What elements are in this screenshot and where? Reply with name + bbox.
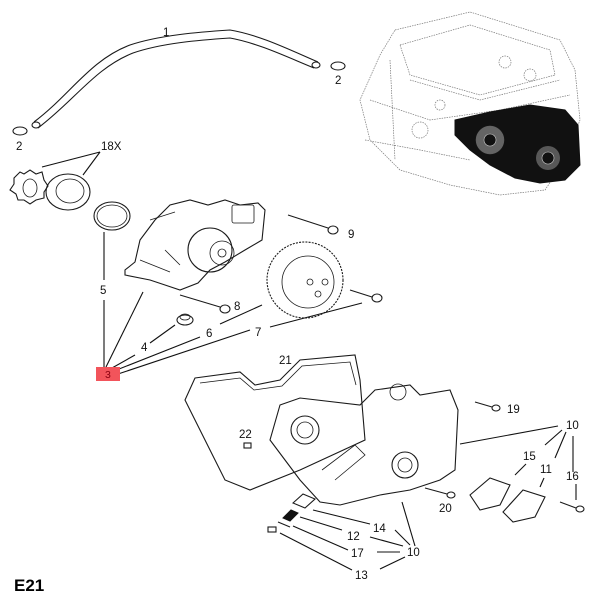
callout-10-upper: 10 [566,420,579,432]
callout-22: 22 [239,429,252,441]
dowel-22 [243,442,252,449]
callout-9: 9 [348,229,354,241]
hose-clamp-right [330,61,346,71]
cover-gasket-15 [469,477,511,511]
bolt-7 [349,289,383,303]
callout-4: 4 [141,342,148,354]
cover-plate-11 [502,489,546,523]
nut-4 [176,313,194,326]
hose-part [31,29,321,129]
callout-19: 19 [507,404,520,416]
callout-6: 6 [206,328,212,340]
callout-11: 11 [540,464,552,476]
callout-12: 12 [347,531,360,543]
engine-overview-thumbnail [359,11,581,196]
bolt-9 [287,214,339,235]
gasket [184,354,366,491]
clip-13 [267,526,277,533]
callout-3[interactable]: 3 [105,369,111,381]
outer-pump-gear [45,173,91,211]
callout-21: 21 [279,355,292,367]
label-plate-14 [291,493,317,509]
callout-5: 5 [100,285,106,297]
bolt-8 [179,294,231,314]
hose-clamp-left [12,126,28,136]
callout-labels: 1 2 2 18X 5 9 8 6 7 4 3 21 22 19 10 15 1… [16,27,579,582]
callout-20: 20 [439,503,452,515]
callout-18x: 18X [101,141,122,153]
inner-pump-gear [9,169,49,205]
callout-7: 7 [255,327,261,339]
sprocket-gear [266,241,344,319]
callout-16: 16 [566,471,579,483]
o-ring-seal [93,201,131,231]
filter-screen-12 [282,509,299,522]
bolt-20 [424,487,456,499]
callout-3-highlight [96,367,120,381]
callout-15: 15 [523,451,536,463]
callout-10-lower: 10 [407,547,420,559]
oil-pump-housing [124,199,266,291]
figure-code: E21 [14,576,44,595]
callout-17: 17 [351,548,364,560]
leader-lines [41,151,577,571]
bolt-19 [474,401,501,412]
callout-1: 1 [163,27,169,39]
callout-13: 13 [355,570,368,582]
callout-14: 14 [373,523,386,535]
callout-8: 8 [234,301,240,313]
bolt-16 [559,501,585,513]
seal-strip-17 [277,521,291,528]
timing-cover [269,383,459,506]
callout-2-left: 2 [16,141,22,153]
highlighted-timing-cover [454,104,581,184]
callout-2-right: 2 [335,75,341,87]
highlighted-callout-3[interactable]: 3 [96,367,120,381]
